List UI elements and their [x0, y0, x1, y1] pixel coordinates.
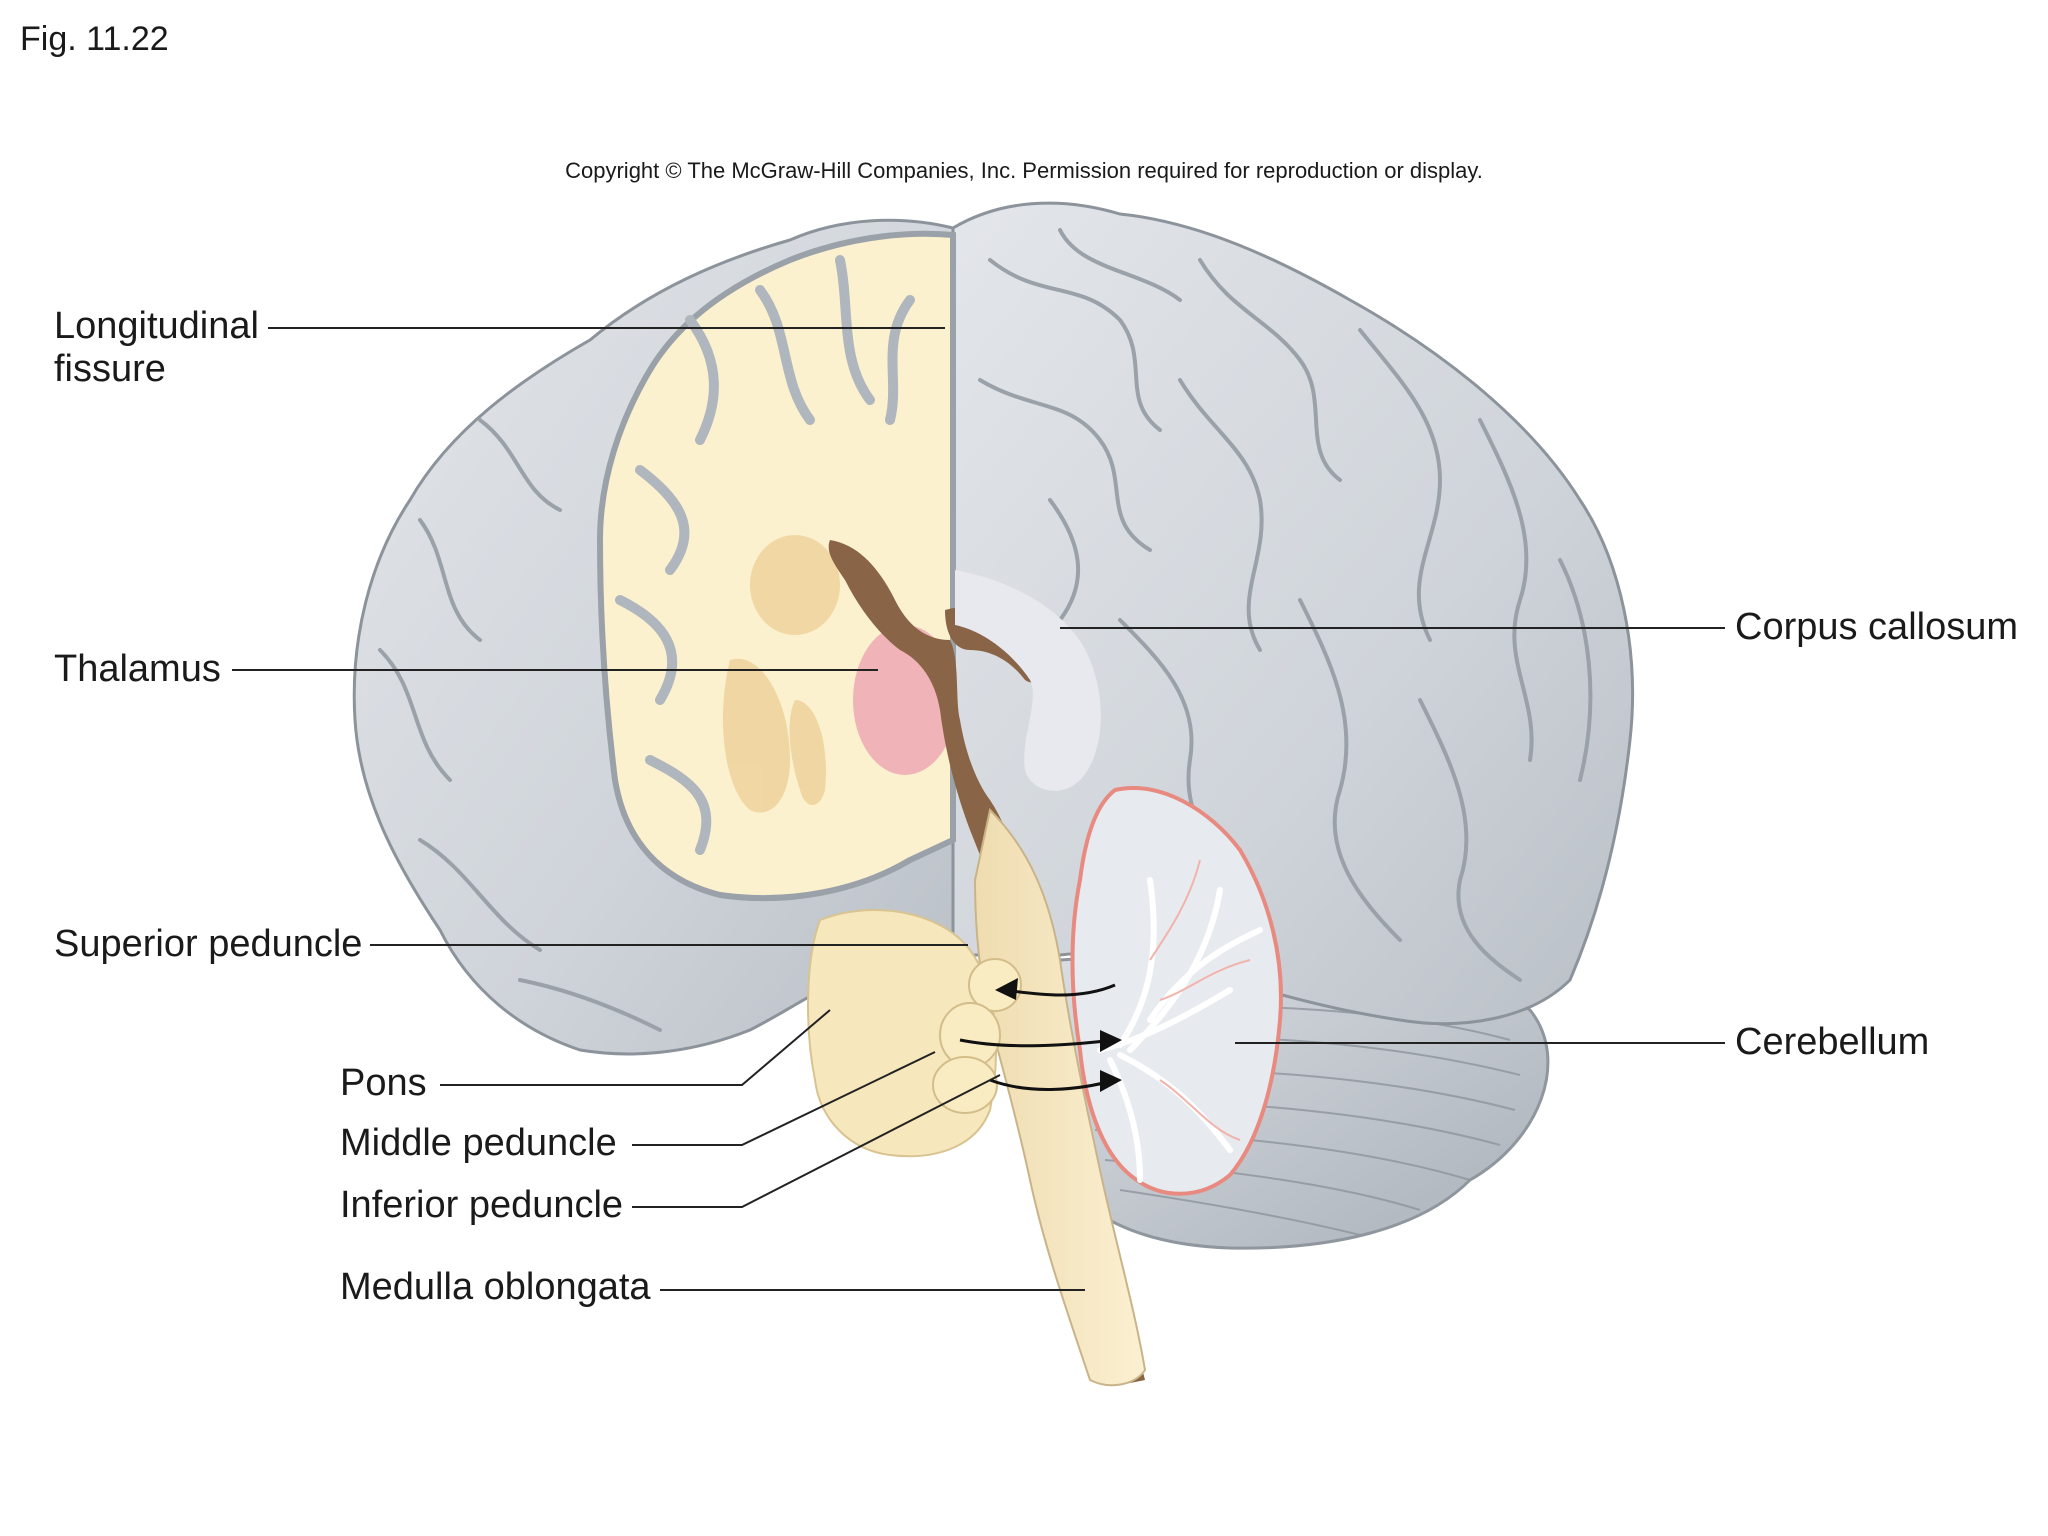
- label-longitudinal-fissure: Longitudinal fissure: [54, 305, 259, 390]
- leader-line-middle-peduncle: [632, 1051, 936, 1146]
- label-middle-peduncle: Middle peduncle: [340, 1122, 617, 1164]
- leader-line-pons: [440, 1009, 831, 1086]
- label-inferior-peduncle: Inferior peduncle: [340, 1184, 624, 1226]
- label-superior-peduncle: Superior peduncle: [54, 923, 363, 965]
- corpus-callosum-shape: [955, 570, 1101, 791]
- copyright-notice: Copyright © The McGraw-Hill Companies, I…: [565, 158, 1483, 183]
- leader-line-inferior-peduncle: [632, 1074, 1001, 1208]
- label-medulla-oblongata: Medulla oblongata: [340, 1266, 651, 1308]
- label-cerebellum: Cerebellum: [1735, 1021, 1930, 1063]
- figure-number: Fig. 11.22: [20, 20, 169, 58]
- label-thalamus: Thalamus: [54, 648, 221, 690]
- arrow-head-middle: [1100, 1030, 1122, 1052]
- label-corpus-callosum: Corpus callosum: [1735, 606, 2018, 648]
- superior-peduncle-shape: [968, 958, 1022, 1012]
- arrow-head-superior: [995, 978, 1018, 1000]
- arrow-head-inferior: [1100, 1070, 1122, 1092]
- right-hemisphere: [951, 201, 1635, 1026]
- label-pons: Pons: [340, 1062, 427, 1104]
- leader-lines: [232, 327, 1725, 1291]
- inferior-peduncle-shape: [932, 1056, 998, 1114]
- basal-nuclei: [722, 535, 840, 813]
